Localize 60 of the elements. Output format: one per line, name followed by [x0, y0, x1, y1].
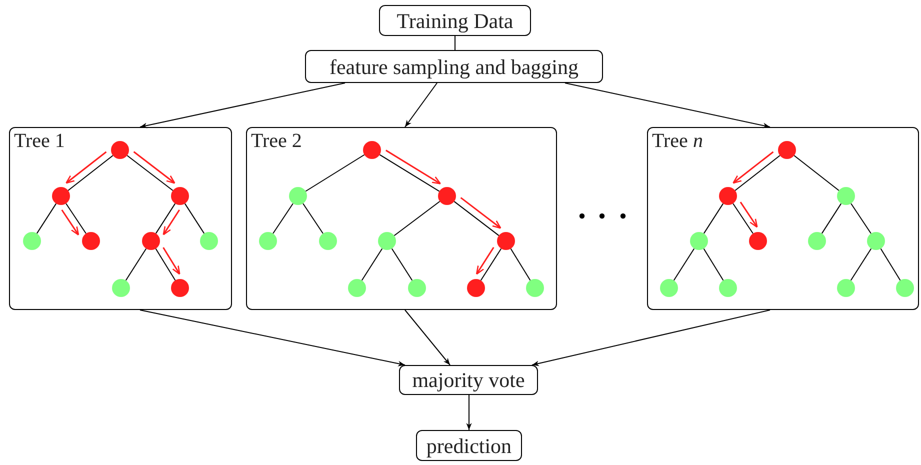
tree-panel [647, 127, 919, 310]
connector-line [821, 203, 842, 234]
connector-line [454, 200, 500, 236]
tree-title: Tree n [652, 129, 703, 154]
connector-line [272, 203, 294, 234]
connector-line [850, 203, 872, 234]
process-box [416, 430, 522, 461]
arrow [460, 197, 502, 229]
arrow [404, 310, 450, 366]
connector-line [155, 248, 176, 281]
connector-line [126, 154, 174, 192]
connector-line [734, 155, 780, 191]
connector-line [510, 248, 531, 281]
connector-line [155, 203, 176, 234]
connector-line [379, 154, 440, 192]
node-label: Training Data [396, 8, 514, 34]
connector-line [794, 155, 840, 191]
connector-line [68, 155, 114, 191]
arrow [532, 310, 770, 366]
node-label: prediction [426, 432, 512, 458]
node-label: feature sampling and bagging [329, 54, 578, 80]
process-box [399, 365, 538, 395]
connector-line [36, 203, 57, 234]
tree-title: Tree 2 [251, 129, 302, 154]
process-box [305, 50, 603, 83]
arrow [140, 82, 346, 128]
process-box [379, 5, 531, 36]
connector-line [732, 203, 754, 234]
connector-line [361, 248, 383, 281]
connector-line [703, 203, 724, 234]
connector-line [480, 248, 502, 281]
arrow [140, 310, 406, 366]
arrow [740, 202, 758, 228]
node-label: majority vote [412, 367, 525, 393]
tree-panel [246, 127, 557, 310]
arrow [61, 209, 80, 236]
arrow [386, 150, 442, 184]
connector-line [66, 203, 86, 234]
arrow [404, 82, 438, 128]
connector-line [850, 248, 872, 281]
connector-line [184, 203, 205, 234]
arrow [476, 246, 494, 275]
arrow [466, 394, 472, 430]
arrow [162, 247, 180, 275]
connector-line [394, 200, 440, 236]
connector-line [673, 248, 695, 281]
arrow [564, 82, 770, 128]
connector-line [302, 203, 324, 234]
connector-line [305, 154, 365, 192]
arrow [732, 151, 774, 184]
tree-title: Tree 1 [14, 129, 65, 154]
arrow [162, 209, 180, 236]
connector-line [391, 248, 413, 281]
connector-line [125, 248, 147, 281]
connector-line [880, 248, 901, 281]
connector-line [454, 36, 456, 50]
tree-panel [9, 127, 232, 310]
arrow [66, 151, 107, 184]
connector-line [703, 248, 724, 281]
arrow [133, 151, 176, 184]
